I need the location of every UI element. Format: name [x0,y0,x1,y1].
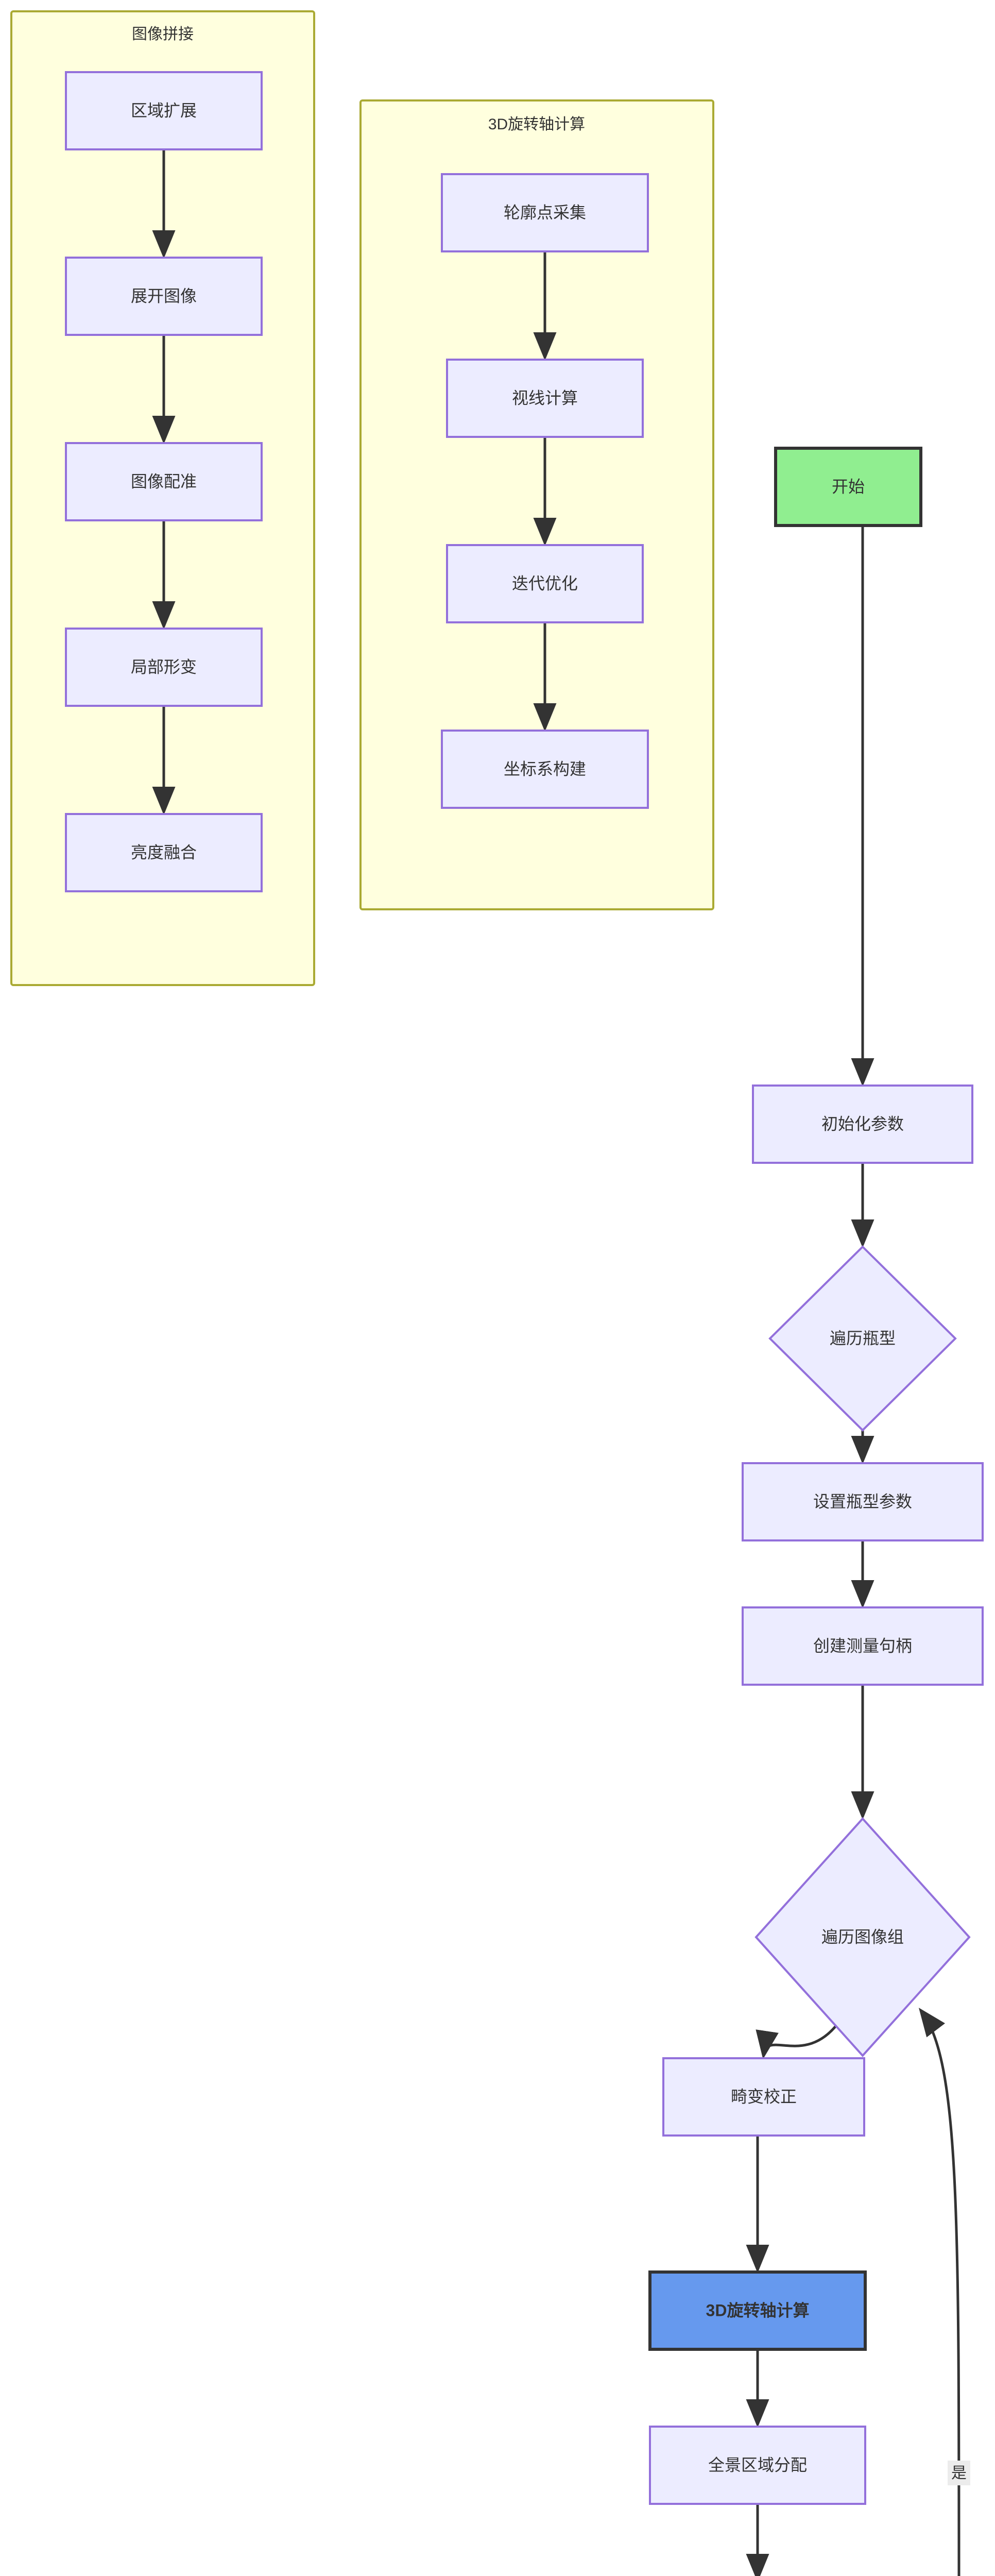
node-label: 遍历图像组 [821,1927,904,1946]
edge-label-text: 是 [951,2465,967,2482]
node-create-measure-handle[interactable]: 创建测量句柄 [742,1606,984,1686]
node-label: 亮度融合 [131,843,197,861]
node-distortion-correct[interactable]: 畸变校正 [662,2057,865,2137]
node-shape-rect[interactable] [742,1462,984,1541]
node-shape-diamond[interactable] [768,1245,957,1432]
cluster-box [359,99,714,910]
node-shape-rect[interactable] [446,544,644,623]
edge-label-yes: 是 [948,2461,970,2485]
cluster-title: 3D旋转轴计算 [488,116,585,133]
node-shape-rect[interactable] [752,1084,973,1164]
node-iterate-image-group[interactable]: 遍历图像组 [754,1817,971,2057]
node-label: 3D旋转轴计算 [706,2301,810,2319]
node-iterative-optimize[interactable]: 迭代优化 [446,544,644,623]
cluster-cluster-3d-axis: 3D旋转轴计算 [359,99,714,910]
node-label: 区域扩展 [131,101,197,120]
node-label: 展开图像 [131,286,197,305]
node-label: 坐标系构建 [504,759,586,778]
node-shape-diamond[interactable] [754,1817,971,2057]
node-label: 创建测量句柄 [813,1636,912,1655]
node-contour-sampling[interactable]: 轮廓点采集 [441,173,649,252]
node-label: 开始 [832,477,865,496]
node-init-params[interactable]: 初始化参数 [752,1084,973,1164]
node-label: 畸变校正 [731,2087,797,2106]
cluster-title: 图像拼接 [132,26,194,43]
edge-label-background [948,2461,970,2485]
node-panorama-region-alloc[interactable]: 全景区域分配 [649,2426,866,2505]
edges-layer [152,149,960,2576]
node-region-expand[interactable]: 区域扩展 [65,71,263,150]
node-unfold-image[interactable]: 展开图像 [65,257,263,336]
node-brightness-blend[interactable]: 亮度融合 [65,813,263,892]
node-shape-rect[interactable] [65,257,263,336]
node-label: 遍历瓶型 [830,1329,896,1347]
node-label: 迭代优化 [512,574,578,592]
node-shape-rect[interactable] [742,1606,984,1686]
edge-continue-decision-to-iterate-image-group [918,2008,960,2576]
node-label: 图像配准 [131,472,197,490]
node-iterate-bottle-type[interactable]: 遍历瓶型 [768,1245,957,1432]
node-shape-rect[interactable] [65,71,263,150]
node-shape-rect[interactable] [441,173,649,252]
node-label: 全景区域分配 [708,2455,807,2474]
node-coord-system-build[interactable]: 坐标系构建 [441,730,649,809]
node-set-bottle-params[interactable]: 设置瓶型参数 [742,1462,984,1541]
node-3d-rotation-axis[interactable]: 3D旋转轴计算 [648,2270,867,2351]
node-sightline-calc[interactable]: 视线计算 [446,359,644,438]
edge-labels-layer: 是否 [948,2461,970,2485]
node-shape-rect[interactable] [65,628,263,707]
node-shape-rect[interactable] [648,2270,867,2351]
node-shape-rect[interactable] [441,730,649,809]
node-label: 设置瓶型参数 [813,1492,912,1511]
node-shape-rect[interactable] [65,442,263,521]
node-shape-rect[interactable] [65,813,263,892]
node-start[interactable]: 开始 [774,447,922,527]
node-image-registration[interactable]: 图像配准 [65,442,263,521]
node-shape-rect[interactable] [446,359,644,438]
node-shape-rect[interactable] [662,2057,865,2137]
node-label: 初始化参数 [821,1114,904,1133]
node-label: 视线计算 [512,388,578,407]
node-local-deformation[interactable]: 局部形变 [65,628,263,707]
node-shape-rect[interactable] [649,2426,866,2505]
node-label: 轮廓点采集 [504,203,586,222]
node-label: 局部形变 [131,657,197,676]
edge-iterate-image-group-to-distortion-correct [756,2024,838,2059]
node-shape-rect[interactable] [774,447,922,527]
